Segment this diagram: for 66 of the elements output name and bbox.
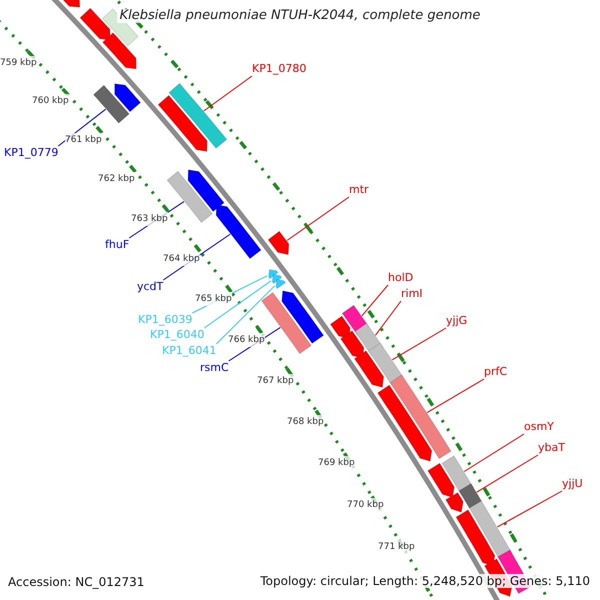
gene-label: KP1_6040 (150, 328, 204, 342)
gene-feature (445, 492, 464, 513)
gene-label: yjjG (446, 314, 468, 328)
gene-bar (168, 82, 228, 149)
footer-text: Topology: circular; Length: 5,248,520 bp; Genes: 5,110 (258, 574, 592, 588)
gene-feature (102, 32, 137, 70)
scale-label: 770 kbp (347, 498, 384, 512)
gene-label: KP1_6039 (138, 313, 192, 327)
leader-line (204, 280, 272, 328)
scale-label: 762 kbp (98, 172, 135, 186)
gene-feature (114, 83, 141, 112)
leader-line (203, 76, 252, 112)
leader-line (286, 196, 350, 241)
gene-feature (281, 290, 324, 344)
scale-label: 769 kbp (318, 456, 355, 470)
scale-label: 765 kbp (195, 292, 232, 306)
scale-label: 759 kbp (0, 56, 37, 70)
scale-label: 763 kbp (131, 212, 168, 226)
leader-line (426, 378, 484, 414)
leader-line (216, 285, 276, 344)
scale-label: 768 kbp (287, 415, 324, 429)
gene-label: prfC (484, 365, 508, 379)
scale-label: 766 kbp (228, 333, 265, 347)
gene-label: yjjU (562, 477, 583, 491)
gene-feature (354, 350, 384, 388)
gene-feature (427, 462, 455, 498)
leader-line (374, 300, 402, 336)
gene-label: KP1_0779 (4, 146, 58, 160)
gene-feature (268, 269, 278, 280)
gene-feature (276, 278, 286, 289)
scale-label: 771 kbp (378, 540, 415, 554)
gene-bar (390, 374, 452, 460)
gene-bar (458, 483, 482, 509)
leader-line (464, 434, 524, 472)
gene-bar (368, 342, 404, 386)
gene-label: fhuF (105, 238, 130, 252)
gene-bar (93, 84, 130, 124)
gene-label: ycdT (137, 280, 164, 294)
leader-line (361, 284, 388, 316)
leader-line (496, 490, 562, 528)
gene-label: holD (388, 271, 414, 285)
gene-feature (272, 274, 282, 284)
gene-label: rsmC (200, 361, 229, 375)
gene-label: mtr (349, 183, 369, 197)
leader-line (392, 328, 446, 360)
gene-feature (158, 94, 208, 152)
gene-label: osmY (524, 420, 554, 434)
gene-feature (330, 316, 351, 340)
scale-label: 764 kbp (163, 252, 200, 266)
gene-label: rimI (401, 287, 423, 301)
footer-text: Accession: NC_012731 (6, 575, 146, 589)
gene-feature (188, 169, 225, 212)
gene-feature (80, 8, 111, 40)
gene-feature (268, 230, 290, 256)
gene-feature (216, 204, 262, 260)
gene-label: ybaT (538, 441, 565, 455)
scale-label: 761 kbp (65, 133, 102, 147)
gene-bar (166, 170, 213, 223)
scale-label: 767 kbp (257, 374, 294, 388)
gene-label: KP1_6041 (162, 344, 216, 358)
leader-line (476, 454, 538, 493)
gene-feature (456, 509, 496, 567)
gene-feature (377, 384, 432, 462)
gene-feature (340, 330, 364, 359)
gene-label: KP1_0780 (252, 62, 306, 76)
scale-label: 760 kbp (32, 94, 69, 108)
